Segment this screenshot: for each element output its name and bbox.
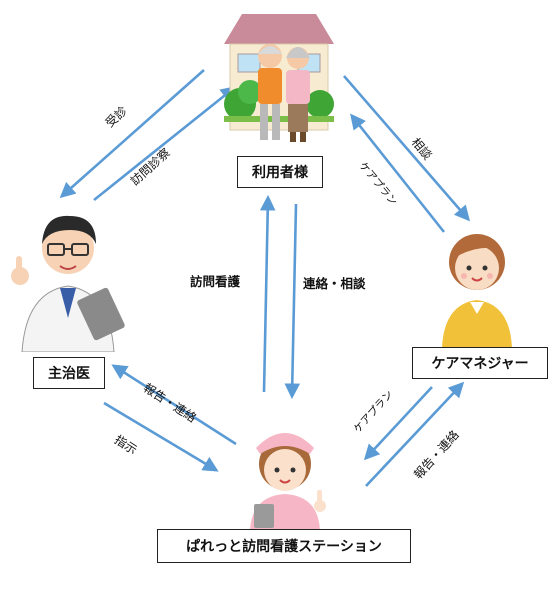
node-user-label: 利用者様 (252, 165, 308, 181)
doctor-icon (11, 215, 125, 352)
arrow-doctor-to-station (103, 401, 219, 472)
arrow-manager-to-user (350, 113, 446, 233)
arrow-station-to-doctor (111, 364, 237, 446)
label-contact-consult: 連絡・相談 (303, 276, 366, 291)
arrow-doctor-to-user (93, 86, 237, 202)
arrow-user-to-doctor (59, 69, 205, 199)
node-nursing-station-label: ぱれっと訪問看護ステーション (186, 539, 382, 555)
arrow-station-to-user (259, 194, 276, 393)
arrow-station-to-manager (365, 381, 465, 487)
arrow-user-to-station (284, 203, 301, 400)
node-user: 利用者様 (237, 156, 323, 188)
node-care-manager: ケアマネジャー (412, 347, 548, 379)
node-doctor: 主治医 (33, 357, 105, 389)
nurse-icon (250, 433, 326, 530)
arrow-user-to-manager (343, 75, 471, 222)
arrow-manager-to-station (363, 386, 433, 461)
house-with-elderly-couple-icon (224, 14, 334, 142)
care-manager-icon (442, 234, 512, 348)
label-visit-nursing: 訪問看護 (190, 274, 241, 289)
node-doctor-label: 主治医 (48, 366, 90, 382)
node-nursing-station: ぱれっと訪問看護ステーション (157, 529, 411, 563)
node-care-manager-label: ケアマネジャー (431, 356, 529, 372)
